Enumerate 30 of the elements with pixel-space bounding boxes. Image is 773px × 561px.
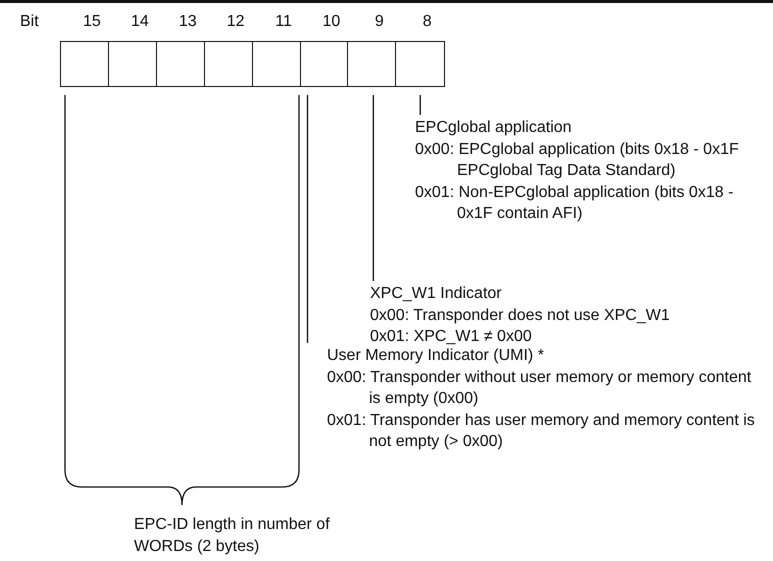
bit-number: 9 bbox=[374, 12, 385, 32]
field-heading: EPCglobal application bbox=[415, 118, 573, 138]
bit-cell bbox=[108, 41, 158, 87]
bit-cell bbox=[204, 41, 254, 87]
option-text: 0x00: Transponder without user memory or memory content is empty (0x00) bbox=[327, 368, 752, 409]
bit-number: 8 bbox=[422, 12, 433, 32]
option-text: 0x01: Transponder has user memory and memory content is not empty (> 0x00) bbox=[327, 410, 756, 452]
bit-number: 10 bbox=[322, 12, 342, 32]
option-text: 0x00: Transponder does not use XPC_W1 bbox=[370, 306, 671, 326]
option-text: 0x01: XPC_W1 ≠ 0x00 bbox=[370, 327, 533, 347]
bit-number: 13 bbox=[178, 12, 198, 32]
leader-line bbox=[306, 95, 308, 343]
leader-line bbox=[420, 95, 421, 115]
bit-number: 12 bbox=[226, 12, 246, 32]
field-heading: XPC_W1 Indicator bbox=[370, 284, 503, 304]
bit-cell bbox=[156, 41, 206, 87]
bit-caption: Bit bbox=[20, 12, 39, 32]
field-heading: User Memory Indicator (UMI) * bbox=[327, 346, 545, 366]
leader-line bbox=[372, 95, 374, 281]
bit-number: 14 bbox=[130, 12, 150, 32]
bit-cell bbox=[252, 41, 301, 87]
bit-cell bbox=[300, 41, 349, 87]
bit-number: 15 bbox=[82, 12, 102, 32]
bit-cell bbox=[395, 41, 445, 87]
option-text: 0x01: Non-EPCglobal application (bits 0x18 - 0x1F contain AFI) bbox=[415, 182, 734, 224]
brace-note: EPC-ID length in number of WORDs (2 bytes) bbox=[134, 515, 331, 556]
option-text: 0x00: EPCglobal application (bits 0x18 - 0x1F EPCglobal Tag Data Standard) bbox=[415, 140, 740, 181]
bit-cell bbox=[60, 41, 110, 87]
bit-cell bbox=[347, 41, 397, 87]
bit-number: 11 bbox=[274, 12, 293, 32]
